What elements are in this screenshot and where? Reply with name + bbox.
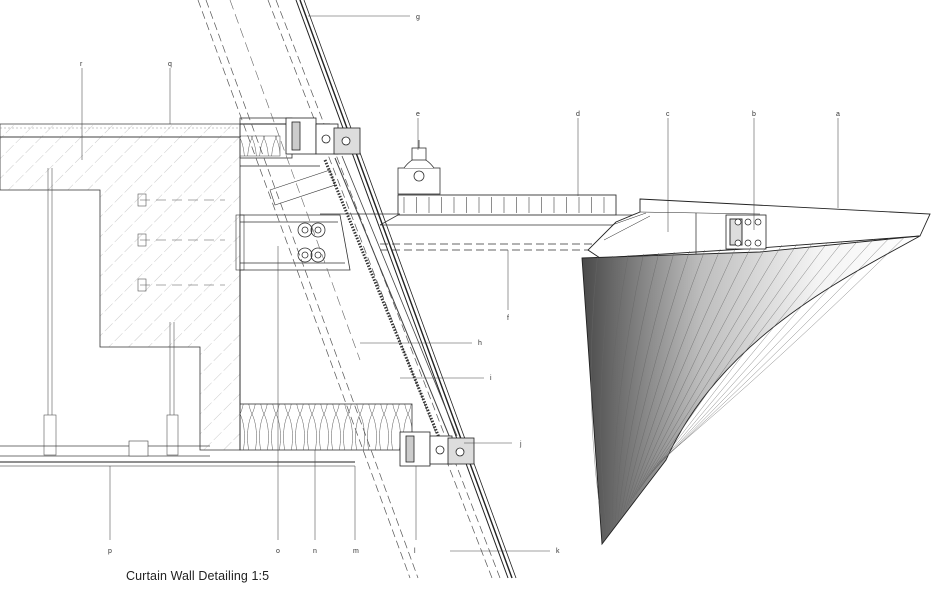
bmu-trolley (397, 140, 441, 195)
callout-g: g (416, 14, 420, 21)
fin-rib (600, 255, 613, 537)
concrete-slab (0, 123, 355, 467)
fin-rib (622, 249, 706, 514)
fin-rib (656, 236, 905, 464)
fin-rib (654, 237, 890, 468)
callout-f: f (507, 315, 509, 322)
fin-rib (646, 240, 844, 480)
callout-p: p (108, 548, 112, 555)
fin-rib (590, 256, 605, 541)
fin-rib (633, 245, 767, 499)
fin-rib (625, 248, 721, 510)
fin-rib (638, 243, 798, 491)
drawing-caption: Curtain Wall Detailing 1:5 (126, 569, 270, 583)
curved-fin (581, 235, 921, 546)
callout-j: j (519, 441, 522, 448)
callout-o: o (276, 548, 280, 555)
callout-d: d (576, 111, 580, 118)
fin-rib (614, 252, 660, 525)
fin-rib (607, 254, 629, 533)
leader-lines (81, 15, 839, 552)
callout-b: b (752, 111, 756, 118)
callout-h: h (478, 340, 482, 347)
fin-rib (627, 247, 736, 506)
fin-rib (630, 246, 752, 503)
fin-rib (651, 238, 875, 472)
callout-l: l (414, 548, 416, 555)
callout-labels: a b c d e f g h i j k l m n o p q r (80, 14, 840, 555)
callout-c: c (666, 111, 670, 118)
fin-rib (620, 250, 690, 518)
fin-rib (648, 239, 859, 476)
callout-a: a (836, 111, 840, 118)
callout-m: m (353, 548, 359, 555)
fin-rib (643, 241, 828, 484)
fin-rib (635, 244, 782, 495)
callout-q: q (168, 61, 172, 68)
callout-k: k (556, 548, 560, 555)
callout-r: r (80, 61, 83, 68)
fin-rib (617, 251, 675, 522)
callout-i: i (490, 375, 492, 382)
walkway-grating (379, 194, 640, 226)
insulation-batt (239, 403, 413, 451)
fin-bolts (734, 218, 762, 247)
mullion-clamp-upper (285, 117, 361, 155)
callout-n: n (313, 548, 317, 555)
grating-bars (403, 197, 605, 213)
callout-e: e (416, 111, 420, 118)
fin-rib (612, 253, 644, 529)
mullion-clamp-lower (399, 431, 475, 467)
curtain-wall-glazing (197, 0, 517, 579)
